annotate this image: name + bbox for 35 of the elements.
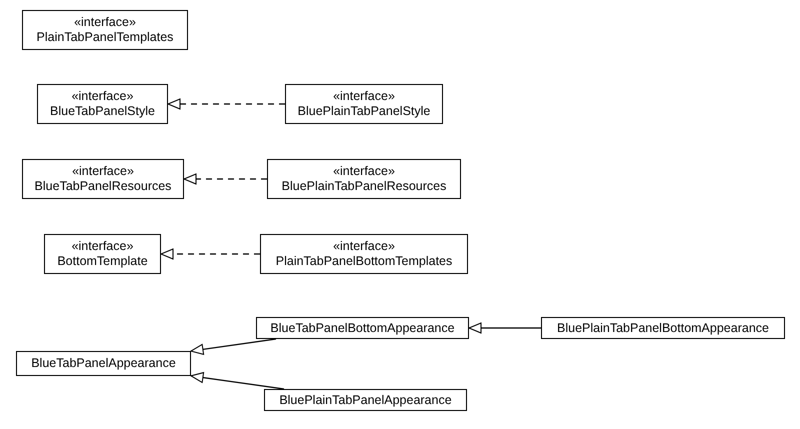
generalization-arrow — [468, 322, 541, 334]
stereotype-label: «interface» — [72, 89, 134, 104]
class-box — [541, 317, 785, 339]
interface-box — [22, 10, 188, 50]
stereotype-label: «interface» — [333, 239, 395, 254]
realization-arrow — [160, 248, 260, 260]
class-box — [264, 389, 467, 411]
generalization-arrow — [190, 338, 276, 355]
interface-box — [44, 234, 161, 274]
class-name: BluePlainTabPanelBottomAppearance — [557, 320, 769, 336]
class-name: BluePlainTabPanelAppearance — [279, 392, 452, 408]
generalization-arrow — [190, 372, 284, 390]
stereotype-label: «interface» — [72, 239, 134, 254]
realization-arrow — [184, 174, 267, 184]
stereotype-label: «interface» — [333, 164, 395, 179]
class-name: BlueTabPanelResources — [34, 179, 172, 194]
stereotype-label: «interface» — [333, 89, 395, 104]
stereotype-label: «interface» — [74, 15, 136, 30]
class-box — [256, 317, 469, 339]
class-name: BluePlainTabPanelStyle — [298, 104, 430, 119]
stereotype-label: «interface» — [72, 164, 134, 179]
interface-box — [37, 84, 168, 124]
class-box — [16, 351, 191, 376]
interface-box — [285, 84, 443, 124]
class-name: PlainTabPanelBottomTemplates — [276, 254, 452, 269]
class-name: BluePlainTabPanelResources — [282, 179, 446, 194]
interface-box — [260, 234, 468, 274]
class-name: BlueTabPanelStyle — [50, 104, 155, 119]
class-name: BottomTemplate — [57, 254, 148, 269]
interface-box — [267, 159, 461, 199]
class-name: BlueTabPanelAppearance — [31, 356, 176, 371]
class-name: BlueTabPanelBottomAppearance — [270, 320, 455, 336]
interface-box — [22, 159, 184, 199]
realization-arrow — [168, 98, 285, 110]
class-name: PlainTabPanelTemplates — [36, 30, 174, 45]
